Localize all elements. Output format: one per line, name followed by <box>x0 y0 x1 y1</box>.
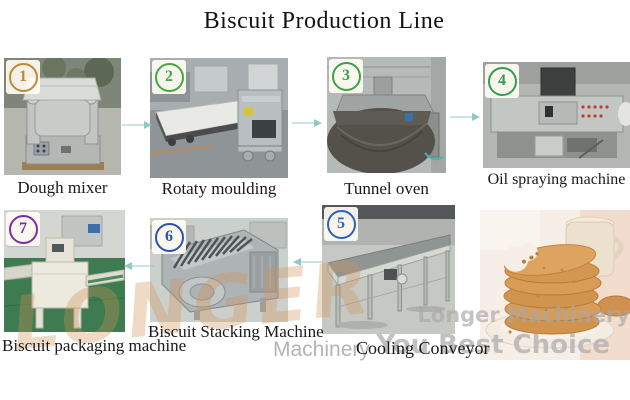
flow-arrow-right-1 <box>122 121 152 129</box>
label-packaging-machine: Biscuit packaging machine <box>2 336 187 355</box>
machine-photo-dough-mixer: 1 <box>4 58 121 175</box>
label-oil-spraying: Oil spraying machine <box>487 171 626 188</box>
step-number-5: 5 <box>326 209 356 239</box>
step-number-4: 4 <box>487 66 517 96</box>
flow-arrow-right-2 <box>292 119 322 127</box>
page-title: Biscuit Production Line <box>203 8 445 34</box>
flow-arrow-right-3 <box>450 113 480 121</box>
step-badge-7: 7 <box>6 212 40 246</box>
oil-spraying-illustration <box>483 62 630 168</box>
step-badge-3: 3 <box>329 59 363 93</box>
step-badge-6: 6 <box>152 220 186 254</box>
machine-photo-cooling-conveyor: 5 <box>322 205 455 334</box>
step-number-7: 7 <box>8 214 38 244</box>
machine-photo-stacking: 6 <box>150 218 288 322</box>
packaging-machine-illustration <box>4 210 125 332</box>
machine-photo-packaging: 7 <box>4 210 125 332</box>
flow-arrow-left-5 <box>124 262 154 270</box>
biscuit-stack-with-milk-illustration <box>480 210 630 360</box>
machine-photo-tunnel-oven: 3 <box>327 57 446 173</box>
watermark-tagline-line1: Longer Machinery <box>417 303 630 327</box>
label-rotary-moulding: Rotaty moulding <box>161 179 277 198</box>
step-number-3: 3 <box>331 61 361 91</box>
dough-mixer-illustration <box>4 58 121 175</box>
flow-arrow-left-4 <box>293 258 323 266</box>
label-stacking-machine: Biscuit Stacking Machine <box>148 322 324 341</box>
machine-photo-oil-spraying: 4 <box>483 62 630 168</box>
watermark-tagline-line2: You Best Choice <box>376 330 610 360</box>
label-cooling-conveyor: Cooling Conveyor <box>356 338 490 358</box>
step-badge-1: 1 <box>6 60 40 94</box>
step-badge-4: 4 <box>485 64 519 98</box>
label-tunnel-oven: Tunnel oven <box>344 179 429 198</box>
biscuit-product-photo <box>480 210 630 360</box>
machine-photo-rotary-moulding: 2 <box>150 58 288 178</box>
step-number-6: 6 <box>154 222 184 252</box>
step-number-1: 1 <box>8 62 38 92</box>
step-number-2: 2 <box>154 62 184 92</box>
step-badge-2: 2 <box>152 60 186 94</box>
watermark-brand-sub: Machinery <box>273 338 370 361</box>
step-badge-5: 5 <box>324 207 358 241</box>
label-dough-mixer: Dough mixer <box>17 178 108 197</box>
tunnel-oven-illustration <box>327 57 446 173</box>
